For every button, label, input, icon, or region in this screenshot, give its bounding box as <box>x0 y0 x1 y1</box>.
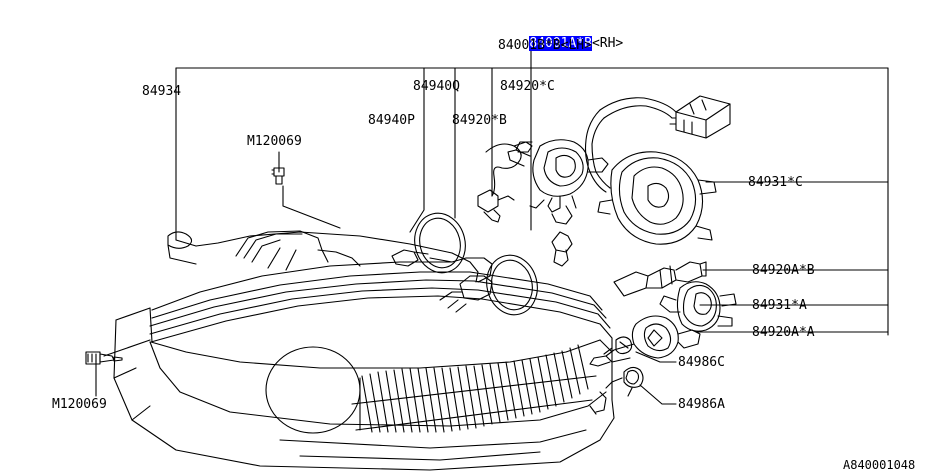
label-84931C[interactable]: 84931*C <box>748 175 803 190</box>
bulb-84920A-A <box>589 315 701 367</box>
label-84920C[interactable]: 84920*C <box>500 79 555 94</box>
gasket-84940Q <box>486 254 538 316</box>
label-84920A-A[interactable]: 84920A*A <box>752 325 815 340</box>
screw-upper <box>271 167 285 185</box>
label-84934[interactable]: 84934 <box>142 84 182 99</box>
label-84986C[interactable]: 84986C <box>678 355 725 370</box>
leader-lines <box>95 46 889 405</box>
headlamp-lens <box>113 271 615 471</box>
main-callout-rh[interactable]: 84001A*B<RH> <box>498 20 623 68</box>
label-84920B[interactable]: 84920*B <box>452 113 507 128</box>
selected-part-side: <RH> <box>591 36 624 51</box>
label-m120069-upper[interactable]: M120069 <box>247 134 302 149</box>
bulb-84920C <box>507 139 609 267</box>
main-callout-lh[interactable]: 84001B*B<LH> <box>498 38 592 53</box>
bulb-84920A-B <box>613 261 707 297</box>
clip-84986A <box>605 366 644 397</box>
clip-84986C <box>603 336 633 355</box>
label-84986A[interactable]: 84986A <box>678 397 725 412</box>
label-84940Q[interactable]: 84940Q <box>413 79 460 94</box>
bulb-84920B <box>477 141 533 223</box>
label-84931A[interactable]: 84931*A <box>752 298 807 313</box>
connector-block <box>669 95 731 139</box>
gasket-84940P <box>414 212 466 274</box>
socket-84931A <box>659 281 737 332</box>
screw-lower <box>85 351 123 365</box>
diagram-watermark: A840001048 <box>843 458 916 471</box>
label-84940P[interactable]: 84940P <box>368 113 415 128</box>
wiring-harness <box>584 97 677 193</box>
lens-edge-details <box>589 391 607 415</box>
selected-part-number[interactable]: 84001A*B <box>529 36 592 51</box>
label-m120069-lower[interactable]: M120069 <box>52 397 107 412</box>
label-84920A-B[interactable]: 84920A*B <box>752 263 815 278</box>
socket-84931C <box>597 151 717 245</box>
headlamp-housing <box>149 230 493 343</box>
